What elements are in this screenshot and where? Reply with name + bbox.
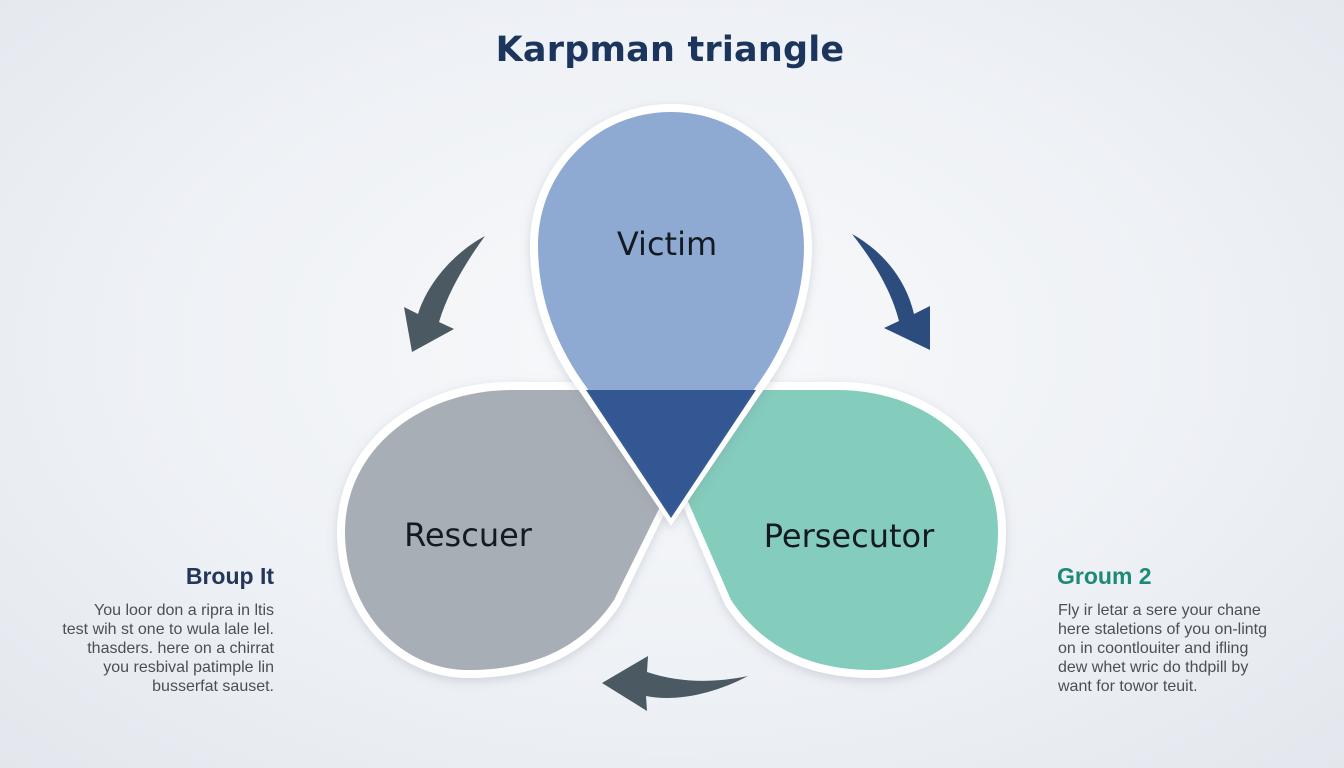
left-panel-line: thasders. here on a chirrat: [87, 640, 274, 657]
right-panel-heading: Groum 2: [1057, 563, 1152, 589]
victim-label: Victim: [617, 225, 717, 263]
right-panel-text: Fly ir letar a sere your chane here stal…: [1058, 601, 1328, 696]
right-panel-line: want for towor teuit.: [1058, 678, 1198, 695]
overlap-region: [586, 390, 756, 518]
cycle-arrow-bottom: [602, 656, 748, 711]
persecutor-shape: [655, 382, 1006, 678]
right-panel-line: on in coontlouiter and ifling: [1058, 640, 1249, 657]
right-panel-line: here staletions of you on-lintg: [1058, 621, 1268, 638]
persecutor-label: Persecutor: [764, 517, 935, 555]
right-panel-line: dew whet wric do thdpill by: [1058, 659, 1249, 676]
left-panel-line: You loor don a ripra in ltis: [94, 602, 274, 619]
left-panel-line: busserfat sauset.: [152, 678, 274, 695]
cycle-arrow-left: [404, 236, 485, 352]
diagram-title: Karpman triangle: [495, 30, 845, 70]
right-panel-line: Fly ir letar a sere your chane: [1058, 602, 1261, 619]
cycle-arrow-right: [852, 234, 930, 350]
left-panel-line: test wih st one to wula lale lel.: [62, 621, 274, 638]
rescuer-label: Rescuer: [404, 516, 533, 554]
rescuer-shape: [337, 382, 700, 678]
left-panel-line: you resbival patimple lin: [103, 659, 274, 676]
left-panel-heading: Broup It: [185, 563, 274, 589]
left-panel-text: You loor don a ripra in ltis test wih st…: [20, 601, 274, 696]
